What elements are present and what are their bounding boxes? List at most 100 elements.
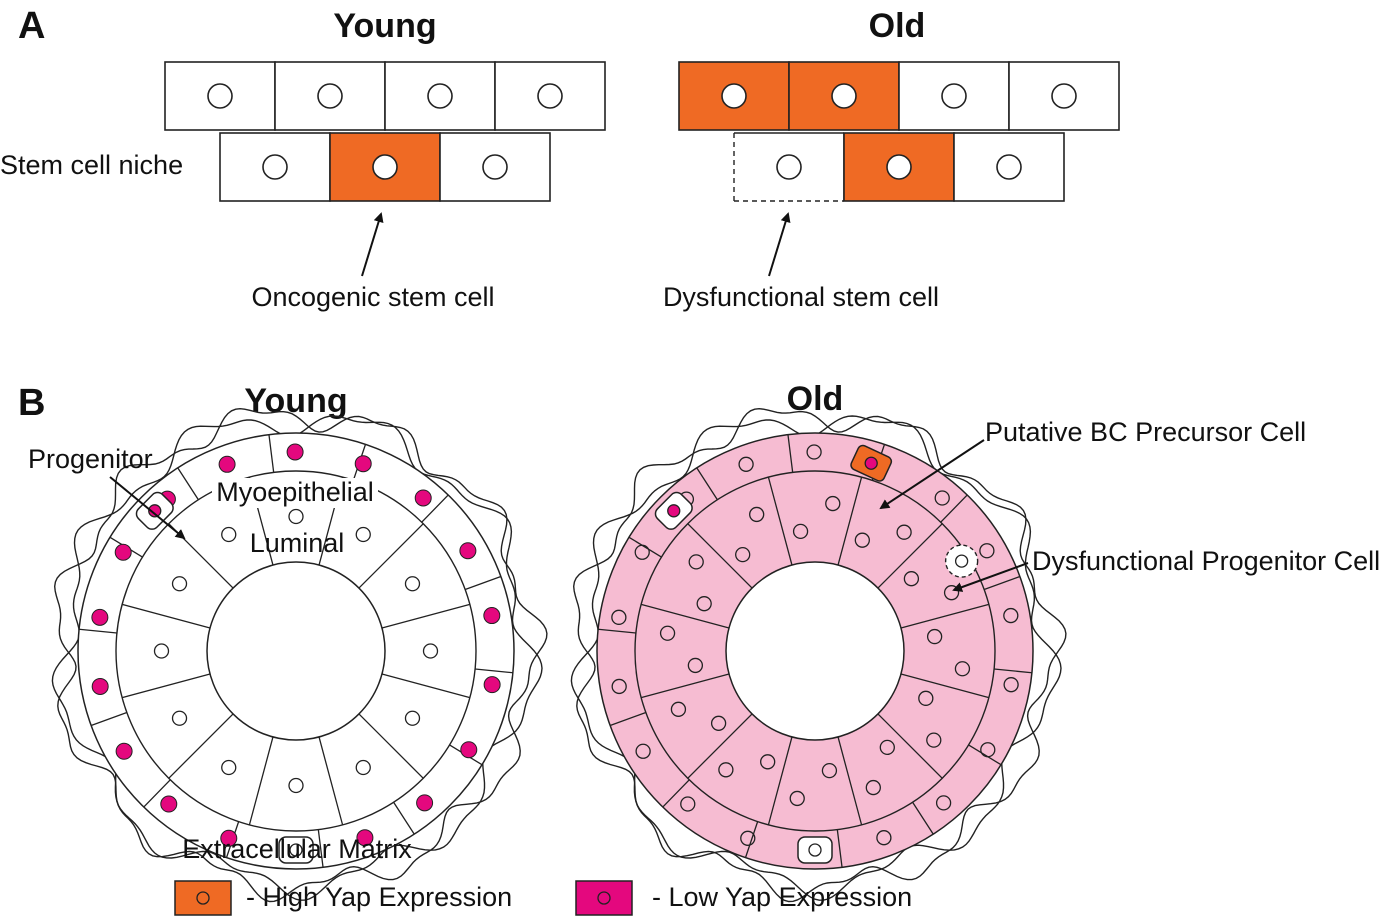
young-myo-divider [143, 779, 171, 808]
old-myo-nucleus [635, 743, 651, 759]
old-myo-nucleus [611, 678, 627, 695]
young-top-row-nucleus [537, 83, 563, 109]
old-top-row-nucleus [721, 83, 747, 109]
dysfunctional-progenitor-label: Dysfunctional Progenitor Cell [1032, 546, 1380, 576]
panel-a-old-title: Old [869, 7, 926, 45]
old-luminal-nucleus [854, 532, 870, 548]
young-myo-nucleus-magenta [115, 742, 133, 760]
old-myo-divider [994, 668, 1032, 674]
young-luminal-divider [381, 603, 471, 629]
young-niche-row-nucleus [482, 154, 508, 180]
young-niche-row-nucleus [262, 154, 288, 180]
old-luminal-divider [767, 736, 793, 826]
old-luminal-divider [900, 603, 990, 629]
young-myo-divider [475, 668, 513, 674]
young-luminal-divider [381, 673, 471, 699]
old-myo-divider [836, 829, 843, 868]
young-luminal-nucleus [221, 526, 237, 543]
panel-b-young-title: Young [244, 382, 347, 420]
young-myo-nucleus-magenta [483, 607, 501, 625]
young-luminal-nucleus [153, 643, 170, 659]
stem-cell-niche-label: Stem cell niche [0, 150, 183, 180]
extracellular-matrix-label: Extracellular Matrix [182, 834, 412, 864]
old-luminal-nucleus [735, 546, 751, 563]
young-progenitor-cell-bottom-nucleus [289, 843, 303, 857]
old-luminal-nucleus [749, 506, 765, 523]
old-myo-divider [662, 779, 690, 808]
old-progenitor-cell-bottom-nucleus [808, 843, 822, 857]
young-myo-nucleus-magenta [220, 829, 238, 847]
young-duct [51, 407, 548, 903]
old-progenitor-cell-upper-left-nucleus [667, 504, 681, 518]
old-luminal-divider [640, 673, 730, 699]
old-luminal-nucleus [696, 596, 712, 612]
progenitor-label: Progenitor [28, 444, 153, 474]
old-luminal-nucleus [825, 495, 841, 512]
panel-b-letter: B [18, 382, 45, 424]
young-luminal-divider [168, 713, 234, 779]
old-luminal-nucleus [896, 524, 912, 540]
young-myo-nucleus-magenta [460, 741, 478, 759]
young-luminal-divider [358, 713, 424, 779]
dysfunctional-stem-cell-label: Dysfunctional stem cell [663, 282, 939, 312]
myoepithelial-label: Myoepithelial [216, 477, 374, 507]
old-myo-nucleus [738, 456, 754, 472]
young-luminal-nucleus [171, 576, 188, 592]
young-myo-divider [393, 801, 415, 835]
old-top-row-nucleus [831, 83, 857, 109]
oncogenic-arrow [361, 212, 384, 277]
old-niche-row-nucleus [996, 154, 1022, 180]
young-myo-nucleus-magenta [483, 676, 501, 694]
old-luminal-divider [877, 523, 943, 589]
young-myo-divider [268, 434, 275, 473]
oncogenic-stem-cell-label: Oncogenic stem cell [251, 282, 494, 312]
young-myo-nucleus-magenta [416, 794, 434, 812]
young-myo-nucleus-magenta [354, 455, 372, 473]
old-luminal-nucleus [688, 554, 704, 570]
progenitor-arrow [109, 476, 186, 540]
old-myo-divider [912, 801, 934, 835]
old-luminal-divider [767, 476, 793, 566]
old-myo-divider [983, 575, 1021, 591]
young-top-row-nucleus [317, 83, 343, 109]
old-luminal-nucleus [792, 523, 809, 540]
young-myo-divider [421, 494, 449, 523]
old-luminal-nucleus [659, 625, 676, 641]
old-ecm-line [572, 407, 1067, 903]
young-luminal-nucleus [288, 777, 304, 794]
panel-a-letter: A [18, 5, 45, 47]
old-myo-nucleus [934, 490, 950, 506]
young-luminal-nucleus [355, 526, 371, 543]
old-myo-divider [744, 821, 759, 858]
dysfunctional-progenitor-arrow [952, 562, 1029, 592]
legend-high-yap-nucleus [196, 891, 210, 905]
young-top-row-nucleus [427, 83, 453, 109]
old-myo-nucleus [876, 830, 892, 846]
old-myo-nucleus [980, 742, 996, 758]
young-myo-nucleus-magenta [218, 455, 236, 473]
young-luminal-divider [358, 523, 424, 589]
bc-precursor-label: Putative BC Precursor Cell [985, 417, 1306, 447]
old-myo-divider [598, 628, 636, 634]
legend-high-yap-label: - High Yap Expression [246, 882, 512, 912]
old-top-row-cell [678, 61, 790, 131]
luminal-label: Luminal [250, 528, 345, 558]
old-niche-row-nucleus [776, 154, 802, 180]
old-luminal-nucleus [687, 657, 704, 674]
young-luminal-nucleus [288, 508, 304, 525]
young-niche-row-nucleus [372, 154, 398, 180]
young-myo-nucleus-magenta [286, 443, 304, 461]
legend-low-yap-label: - Low Yap Expression [652, 882, 912, 912]
legend-low-yap-nucleus [597, 891, 611, 905]
old-myo-nucleus [1003, 607, 1019, 624]
old-luminal-nucleus [918, 690, 934, 706]
old-luminal-divider [900, 673, 990, 699]
old-myo-nucleus [634, 544, 650, 560]
young-myo-nucleus-magenta [459, 542, 477, 560]
old-luminal-divider [837, 476, 863, 566]
old-luminal-nucleus [865, 779, 881, 796]
young-myo-nucleus-magenta [91, 608, 109, 626]
legend-low-yap-swatch [575, 880, 633, 916]
old-luminal-divider [687, 713, 753, 779]
